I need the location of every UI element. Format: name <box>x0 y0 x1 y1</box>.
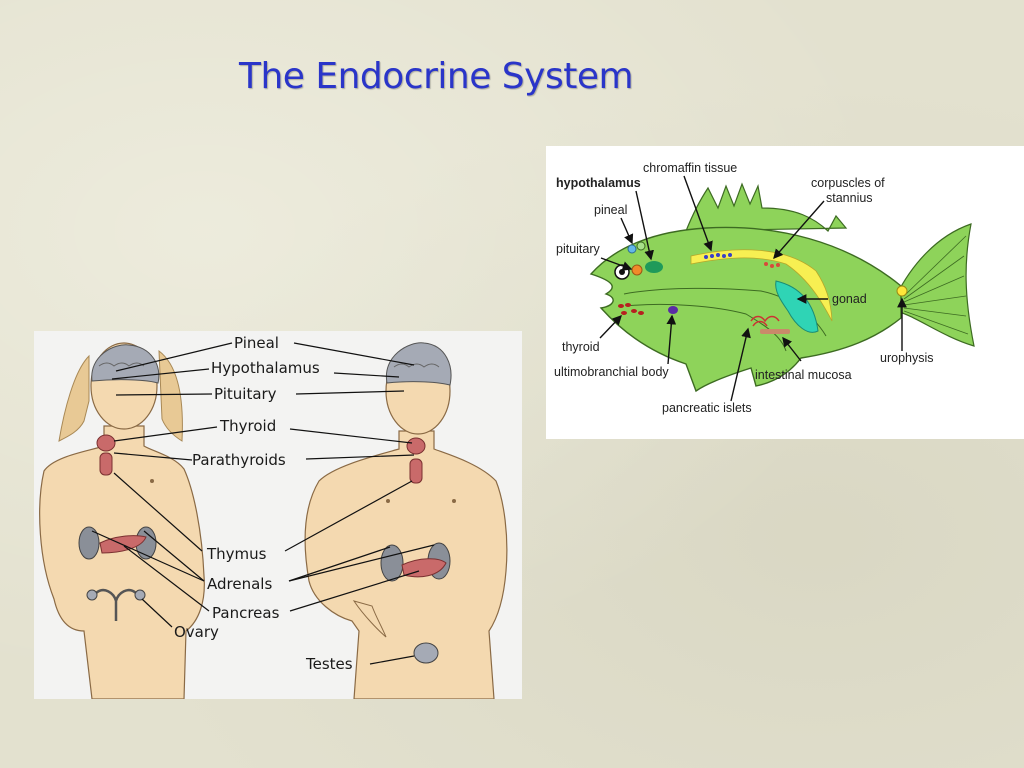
female-hair <box>58 349 183 442</box>
fish-label-thyroid: thyroid <box>562 340 600 354</box>
label-pituitary: Pituitary <box>214 385 277 403</box>
fish-urophysis <box>896 285 908 297</box>
female-figure <box>39 342 205 699</box>
label-pancreas: Pancreas <box>212 604 280 622</box>
female-body <box>39 425 205 699</box>
fish-stannius-dots <box>764 262 780 268</box>
label-thymus: Thymus <box>206 545 267 563</box>
fish-chromaffin-band <box>690 249 833 322</box>
fish-label-corpuscles-1: corpuscles of <box>811 176 885 190</box>
fish-label-corpuscles-2: stannius <box>826 191 873 205</box>
fish-ultimobranchial <box>668 306 678 314</box>
fish-chromaffin-dots <box>704 253 732 259</box>
fish-pineal <box>627 244 637 254</box>
male-figure <box>304 342 508 699</box>
fish-label-intestinal: intestinal mucosa <box>755 368 852 382</box>
label-adrenals: Adrenals <box>207 575 272 593</box>
female-thymus <box>99 452 113 476</box>
label-hypothalamus: Hypothalamus <box>211 359 320 377</box>
label-parathyroids: Parathyroids <box>192 451 286 469</box>
fish-label-pineal: pineal <box>594 203 627 217</box>
fish-label-urophysis: urophysis <box>880 351 934 365</box>
female-kidney-left <box>78 526 100 560</box>
fish-endocrine-diagram: chromaffin tissue hypothalamus corpuscle… <box>546 146 1024 439</box>
male-hand <box>352 600 387 638</box>
fish-leader-arrows <box>599 175 907 402</box>
fish-dorsal-fin <box>685 182 848 232</box>
fish-label-pituitary: pituitary <box>556 242 601 256</box>
fish-diagram-svg: chromaffin tissue hypothalamus corpuscle… <box>554 161 975 415</box>
fish-pancreatic-islets <box>750 315 780 327</box>
fish-label-gonad: gonad <box>832 292 867 306</box>
male-thymus <box>409 458 423 484</box>
fish-pituitary <box>631 264 643 276</box>
male-testes <box>413 642 439 664</box>
label-testes: Testes <box>305 655 353 673</box>
male-thyroid <box>406 437 426 455</box>
fish-tail <box>895 223 975 347</box>
male-kidney-left <box>380 544 404 582</box>
label-pineal: Pineal <box>234 334 279 352</box>
fish-label-hypothalamus: hypothalamus <box>556 176 641 190</box>
human-leader-lines <box>91 342 435 665</box>
female-thyroid <box>96 434 116 452</box>
label-thyroid: Thyroid <box>219 417 276 435</box>
slide-title: The Endocrine System <box>238 56 634 97</box>
human-endocrine-diagram: Pineal Hypothalamus Pituitary Thyroid Pa… <box>34 331 522 699</box>
female-ovary <box>95 588 137 621</box>
label-ovary: Ovary <box>174 623 219 641</box>
fish-thyroid-dots <box>618 303 644 315</box>
fish-hypothalamus <box>645 261 663 273</box>
fish-intestinal <box>760 329 790 334</box>
fish-label-ultimobranchial: ultimobranchial body <box>554 365 669 379</box>
fish-label-chromaffin: chromaffin tissue <box>643 161 737 175</box>
fish-pineal-2 <box>636 241 646 251</box>
fish-label-pancreatic: pancreatic islets <box>662 401 752 415</box>
human-diagram-svg: Pineal Hypothalamus Pituitary Thyroid Pa… <box>39 334 508 699</box>
